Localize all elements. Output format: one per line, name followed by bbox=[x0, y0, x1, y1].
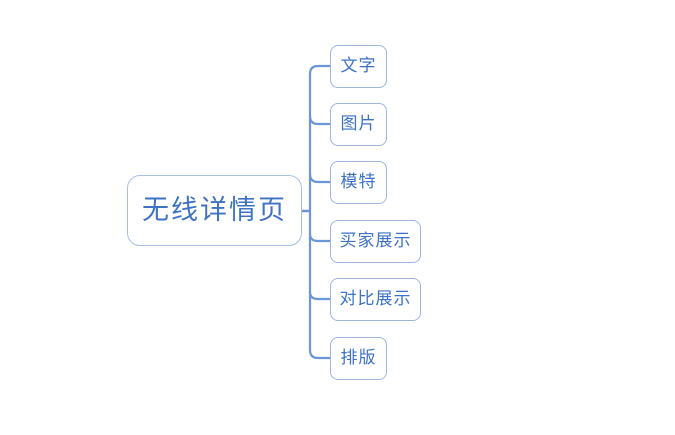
child-node-label: 排版 bbox=[340, 348, 377, 368]
mindmap-child-node-maijiazhanshi[interactable]: 买家展示 bbox=[330, 220, 421, 263]
child-node-label: 买家展示 bbox=[339, 231, 412, 251]
connector-to-child-2 bbox=[308, 114, 332, 126]
connector-to-child-5 bbox=[308, 290, 332, 301]
mindmap-child-node-tupian[interactable]: 图片 bbox=[330, 103, 387, 146]
connector-to-child-4 bbox=[308, 232, 332, 243]
mindmap-root-node[interactable]: 无线详情页 bbox=[127, 175, 302, 246]
connector-to-child-3 bbox=[308, 172, 332, 184]
connector-to-child-1 bbox=[308, 64, 332, 76]
mindmap-child-node-duibizhanshi[interactable]: 对比展示 bbox=[330, 278, 421, 321]
child-node-label: 图片 bbox=[340, 114, 377, 134]
connector-to-child-6 bbox=[308, 348, 332, 360]
child-node-label: 模特 bbox=[340, 172, 377, 192]
mindmap-child-node-mote[interactable]: 模特 bbox=[330, 161, 387, 204]
root-node-label: 无线详情页 bbox=[142, 195, 287, 226]
mindmap-child-node-wenzi[interactable]: 文字 bbox=[330, 45, 387, 88]
child-node-label: 文字 bbox=[340, 56, 377, 76]
mindmap-child-node-paiban[interactable]: 排版 bbox=[330, 337, 387, 380]
child-node-label: 对比展示 bbox=[339, 289, 412, 309]
